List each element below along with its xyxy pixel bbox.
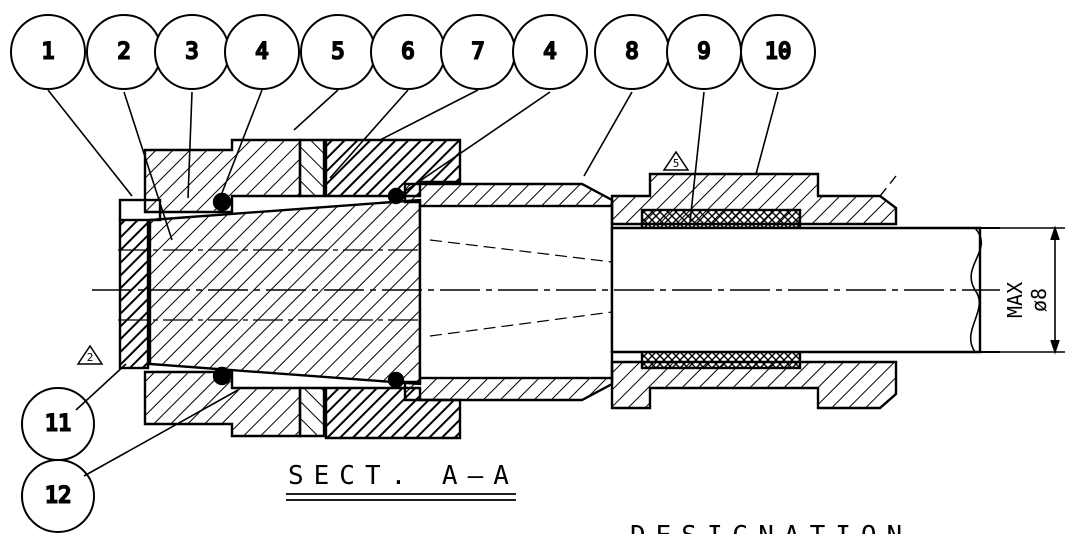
revision-mark-5: 5 [662, 150, 690, 171]
connector-body [118, 138, 982, 440]
svg-text:7: 7 [471, 40, 484, 65]
svg-text:12: 12 [45, 484, 72, 509]
section-title: SECT. A—A [288, 461, 519, 491]
svg-text:11: 11 [45, 412, 72, 437]
svg-text:5: 5 [673, 157, 680, 170]
svg-text:3: 3 [185, 40, 198, 65]
balloon-5: 5 [300, 14, 376, 90]
balloon-4: 4 [512, 14, 588, 90]
balloon-2: 2 [86, 14, 162, 90]
svg-text:2: 2 [117, 40, 130, 65]
dimension-max-label: MAX [1003, 282, 1027, 318]
balloon-6: 6 [370, 14, 446, 90]
svg-text:1: 1 [41, 40, 54, 65]
balloon-8: 8 [594, 14, 670, 90]
svg-text:4: 4 [255, 40, 268, 65]
balloon-4: 4 [224, 14, 300, 90]
svg-text:10: 10 [765, 40, 792, 65]
balloon-11: 11 [21, 387, 95, 461]
balloon-7: 7 [440, 14, 516, 90]
svg-text:2: 2 [87, 351, 94, 364]
svg-text:8: 8 [625, 40, 638, 65]
balloon-12: 12 [21, 459, 95, 533]
centerlines [92, 175, 1000, 353]
svg-text:4: 4 [543, 40, 556, 65]
balloon-1: 1 [10, 14, 86, 90]
balloon-3: 3 [154, 14, 230, 90]
balloon-10: 10 [740, 14, 816, 90]
balloon-9: 9 [666, 14, 742, 90]
revision-mark-2: 2 [76, 344, 104, 365]
dimension-diameter-label: ø8 [1027, 288, 1051, 312]
designation-label: DESIGNATION [630, 521, 912, 534]
diameter-dimension [985, 225, 1065, 355]
svg-text:6: 6 [401, 40, 414, 65]
svg-text:9: 9 [697, 40, 710, 65]
svg-text:5: 5 [331, 40, 344, 65]
